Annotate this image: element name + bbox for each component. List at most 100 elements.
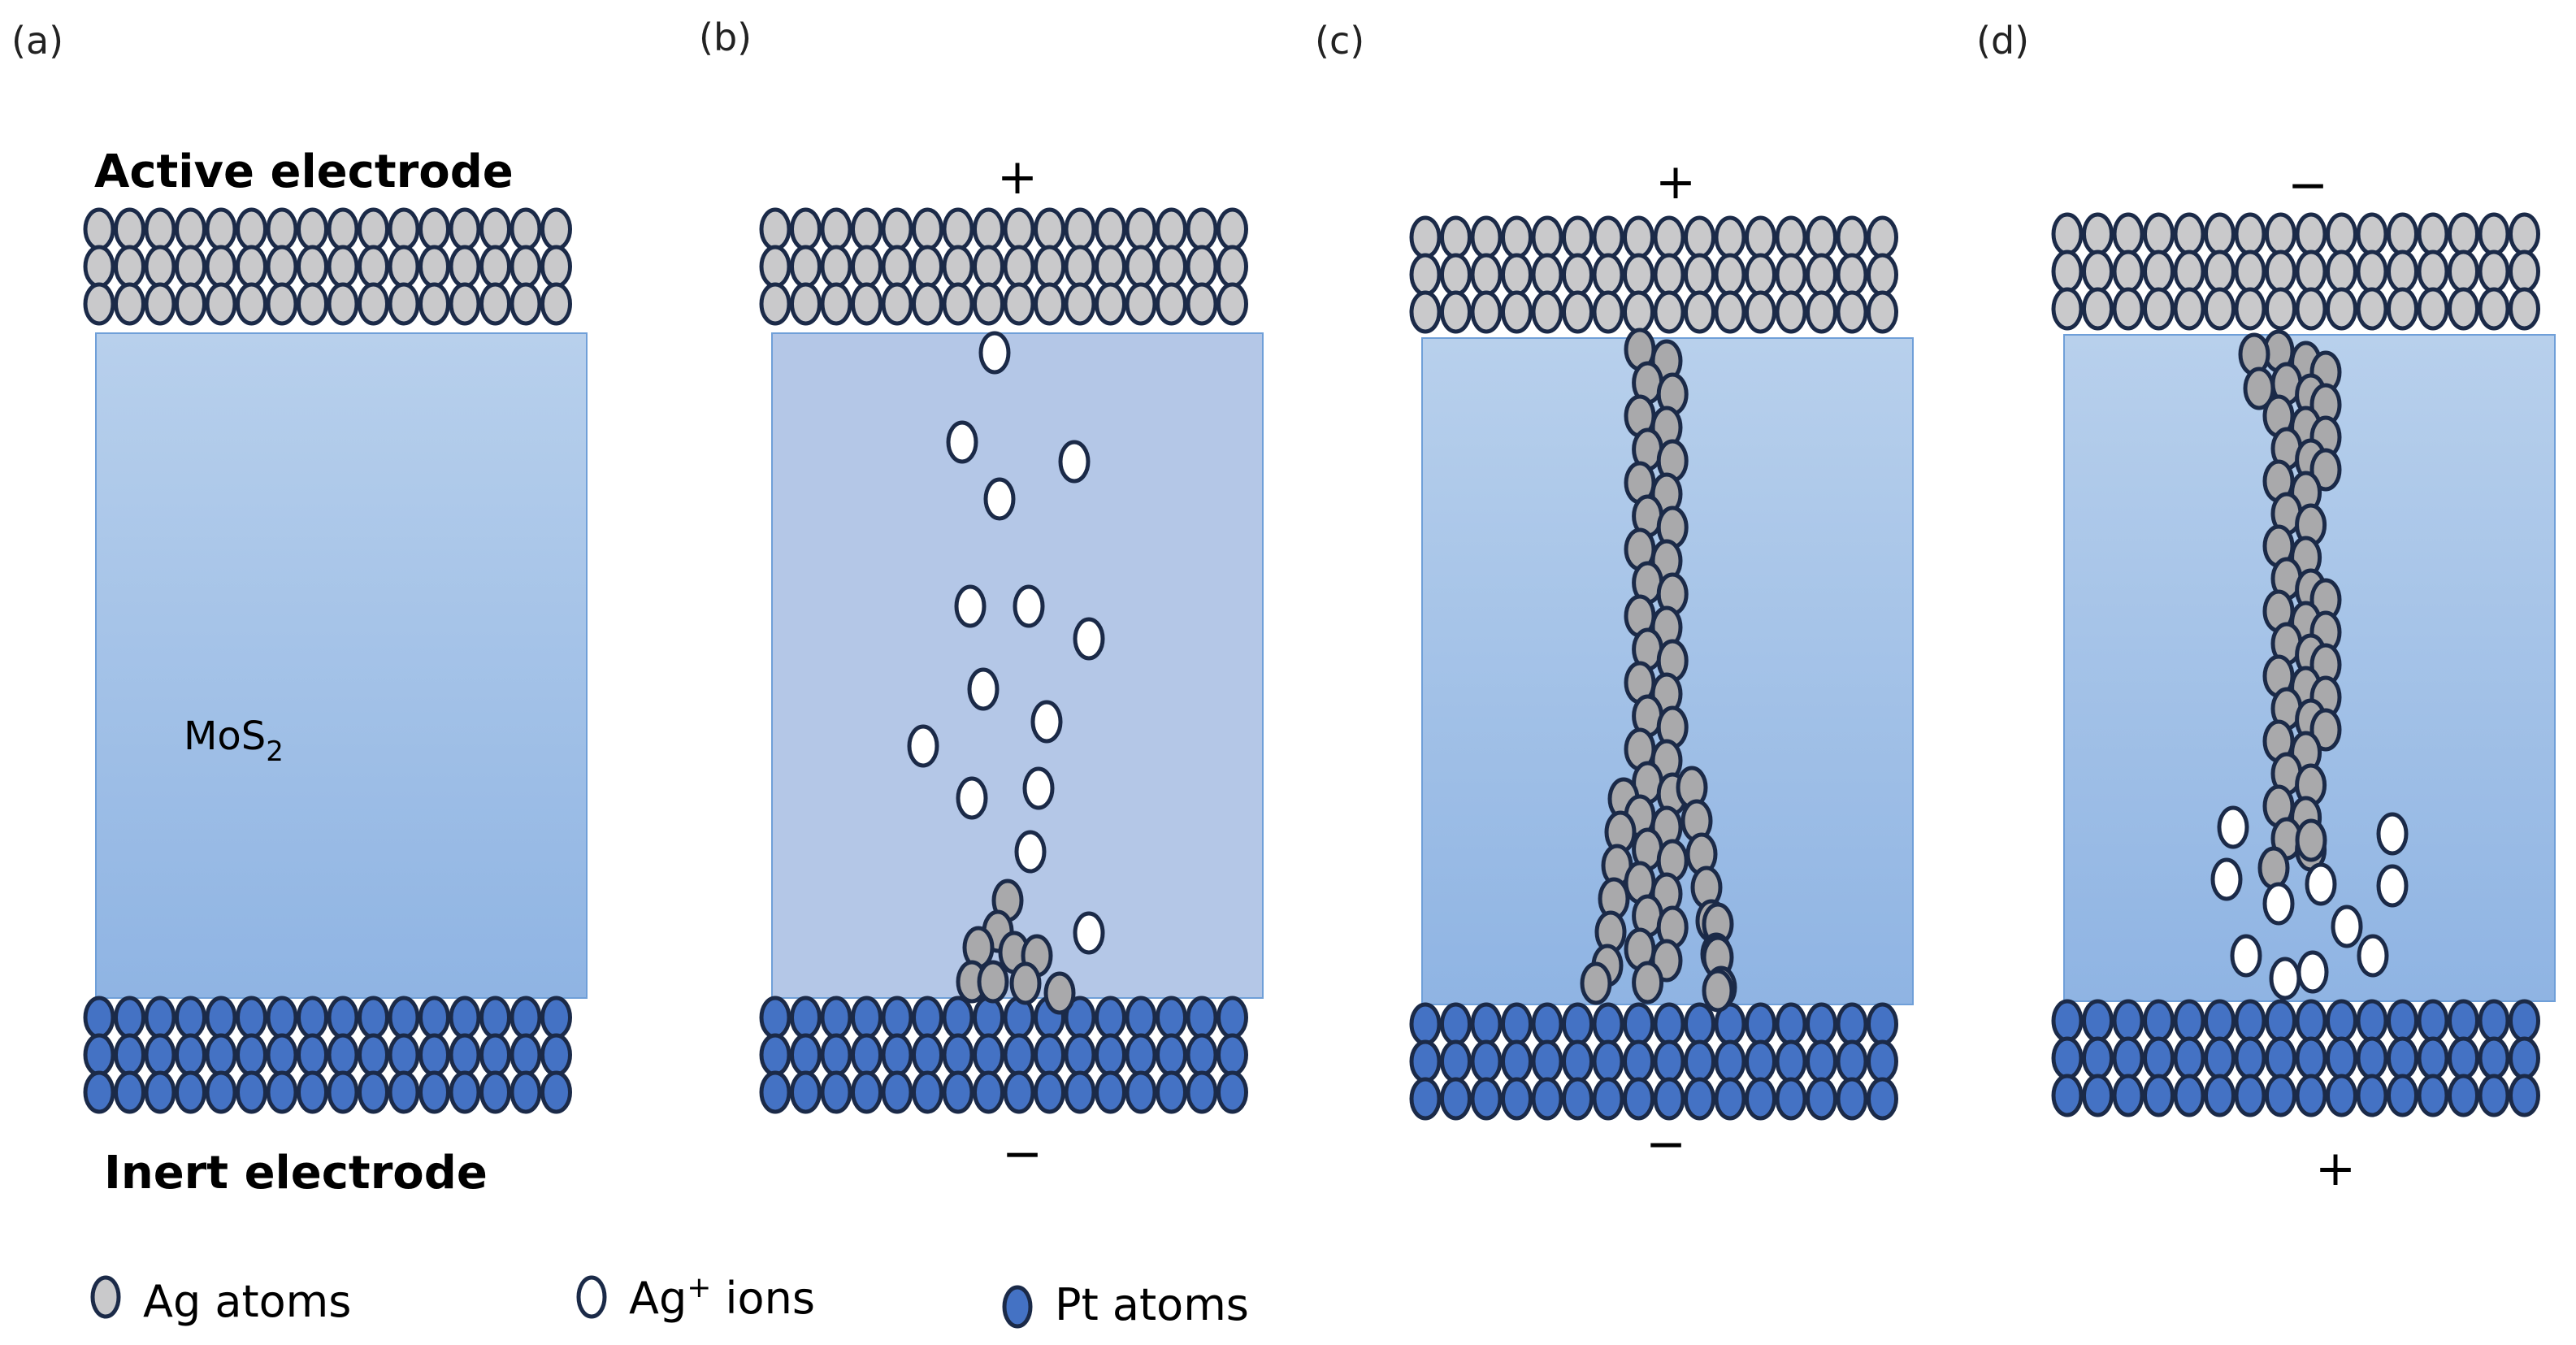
legend-pt-atoms: Pt atoms [1055,1279,1249,1330]
ag-atom [418,207,450,251]
ag-atom [973,282,1004,326]
ag-atom [2143,287,2175,331]
pt-atom [1562,1002,1594,1046]
ag-atom [1806,290,1837,334]
ag-atom [2265,212,2296,256]
ag-atom [1470,290,1503,334]
pt-atom [759,1070,791,1114]
pt-atom [236,1033,267,1077]
pt-atom [1531,1077,1563,1121]
ag-atom [418,245,450,289]
pt-atom-icon [1002,1285,1033,1329]
ag-atom [144,207,176,251]
ag-atom [759,282,791,326]
pt-atom [2234,1074,2266,1117]
ag-ion [2262,882,2295,926]
pt-atom [1156,1070,1187,1114]
ag-atom [1034,245,1065,289]
pt-electrode-b [759,996,1248,1114]
ag-atom [2204,287,2236,331]
ag-atom [881,207,913,251]
pt-atom [2478,1074,2510,1117]
ag-atom-icon [90,1275,121,1319]
pt-atom [205,996,237,1039]
pt-atom [205,1033,237,1077]
ag-atom [175,207,206,251]
ag-atom [1156,245,1187,289]
pt-atom [1470,1002,1503,1046]
ag-atom [1095,282,1126,326]
ag-atom [1064,245,1096,289]
ag-atom [2417,287,2449,331]
ag-ion [1058,440,1091,484]
pt-atom [1156,996,1187,1039]
ag-atom [449,282,481,326]
pt-atom [266,1033,298,1077]
ag-atom [790,245,822,289]
panel-b-top-sign: + [997,149,1038,206]
inert-electrode-label: Inert electrode [104,1147,488,1200]
ag-atom [2234,212,2266,256]
ag-atom [205,207,237,251]
pt-atom [2143,1036,2175,1080]
pt-atom [327,1033,359,1077]
pt-atom [205,1070,237,1114]
ag-atom [1592,290,1624,334]
ag-atom [2082,212,2114,256]
ag-atom [1409,253,1442,297]
ag-atom [2387,249,2418,293]
ag-atom [1623,253,1654,297]
pt-atom [2509,999,2540,1043]
ag-atom [2509,287,2540,331]
pt-atom [418,1070,450,1114]
pt-atom [1806,1077,1837,1121]
ag-atom [2257,846,2290,890]
pt-atom [1003,1070,1035,1114]
pt-atom [1186,996,1218,1039]
ag-atom [144,245,176,289]
pt-atom [266,996,298,1039]
panel-b-label: (b) [699,15,752,59]
pt-atom [1562,1077,1594,1121]
pt-atom [449,1033,481,1077]
ag-atom [1714,253,1746,297]
pt-atom [1216,996,1248,1039]
ag-atom [1003,207,1035,251]
ag-atom [83,207,115,251]
pt-atom [2082,1036,2114,1080]
pt-atom [2417,1074,2449,1117]
pt-atom [2356,1074,2388,1117]
ag-atom [851,282,883,326]
pt-atom [388,996,420,1039]
pt-atom [2478,999,2510,1043]
pt-atom [1714,1077,1746,1121]
panel-d-label: (d) [1976,19,2029,63]
pt-atom [175,1070,206,1114]
ag-atom [205,245,237,289]
ag-atom [2387,287,2418,331]
ag-atom [1531,215,1563,259]
pt-atom [2295,1036,2327,1080]
pt-atom [2295,999,2327,1043]
pt-atom [510,996,542,1039]
pt-atom [144,1033,176,1077]
ag-atom [449,207,481,251]
ag-ion [1030,700,1063,744]
pt-atom [2417,999,2449,1043]
pt-atom [1501,1039,1533,1083]
pt-atom [2051,1074,2084,1117]
ag-atom [820,245,852,289]
ag-ion [956,776,988,820]
pt-atom [114,1070,145,1114]
ag-atom [1836,253,1868,297]
ag-atom [2204,249,2236,293]
pt-electrode-a [83,996,572,1114]
pt-atom [2112,999,2144,1043]
ag-atom [2173,212,2205,256]
pt-atom [2051,999,2084,1043]
ag-atom [1714,215,1746,259]
pt-atom [479,1033,511,1077]
ag-atom [2417,249,2449,293]
ag-ion [2331,905,2363,948]
pt-atom [418,1033,450,1077]
